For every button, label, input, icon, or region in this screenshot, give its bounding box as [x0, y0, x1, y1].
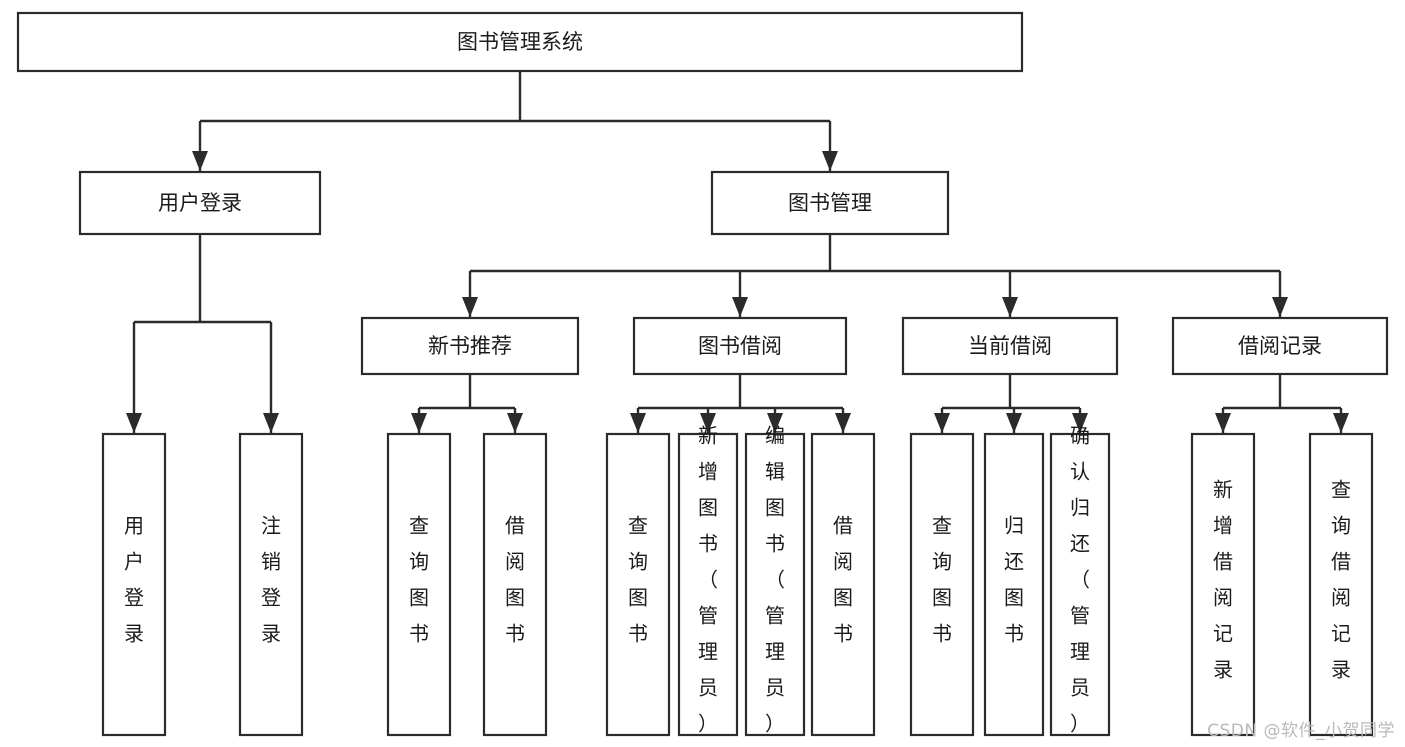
current-borrow-to-leaves-arrow-2 [1072, 413, 1088, 433]
new-book-recommend-to-leaves-arrow-1 [507, 413, 523, 433]
node-box-leaf-borrow-book-1 [482, 432, 548, 737]
book-manage-to-level3-arrow-3 [1272, 297, 1288, 317]
node-label-leaf-logout-login: 注销登录 [261, 514, 281, 646]
node-leaf-query-book-1[interactable]: 查询图书 [386, 432, 452, 737]
node-label-book-borrow: 图书借阅 [698, 334, 782, 358]
node-leaf-query-book-2[interactable]: 查询图书 [605, 432, 671, 737]
book-manage-to-level3-arrow-1 [732, 297, 748, 317]
node-current-borrow[interactable]: 当前借阅 [901, 316, 1119, 376]
user-login-to-leaves-arrow-1 [263, 413, 279, 433]
user-login-to-leaves-arrow-0 [126, 413, 142, 433]
node-box-leaf-add-borrow-record [1190, 432, 1256, 737]
node-label-leaf-return-book: 归还图书 [1004, 514, 1024, 646]
root-to-level2-arrow-0 [192, 151, 208, 171]
current-borrow-to-leaves-arrow-1 [1006, 413, 1022, 433]
node-label-borrow-record: 借阅记录 [1238, 334, 1322, 358]
node-label-leaf-confirm-return-admin: 确认归还（管理员） [1070, 424, 1090, 736]
node-label-leaf-edit-book-admin: 编辑图书（管理员） [765, 424, 785, 736]
node-leaf-query-borrow-record[interactable]: 查询借阅记录 [1308, 432, 1374, 737]
node-box-leaf-add-book-admin [677, 432, 739, 737]
node-leaf-logout-login[interactable]: 注销登录 [238, 432, 304, 737]
node-box-borrow-record [1171, 316, 1389, 376]
node-box-leaf-confirm-return-admin [1049, 432, 1111, 737]
node-box-leaf-query-book-3 [909, 432, 975, 737]
book-manage-to-level3-arrow-2 [1002, 297, 1018, 317]
node-box-current-borrow [901, 316, 1119, 376]
node-label-leaf-query-borrow-record: 查询借阅记录 [1331, 478, 1351, 682]
node-box-leaf-borrow-book-2 [810, 432, 876, 737]
node-label-leaf-add-borrow-record: 新增借阅记录 [1213, 478, 1233, 682]
node-root[interactable]: 图书管理系统 [16, 11, 1024, 73]
node-label-leaf-query-book-3: 查询图书 [932, 514, 952, 646]
book-borrow-to-leaves-arrow-1 [700, 413, 716, 433]
node-leaf-borrow-book-2[interactable]: 借阅图书 [810, 432, 876, 737]
node-label-leaf-borrow-book-2: 借阅图书 [833, 514, 853, 646]
node-box-leaf-query-book-1 [386, 432, 452, 737]
node-new-book-recommend[interactable]: 新书推荐 [360, 316, 580, 376]
node-label-leaf-user-login: 用户登录 [124, 514, 144, 646]
book-borrow-to-leaves-arrow-2 [767, 413, 783, 433]
node-box-book-borrow [632, 316, 848, 376]
node-label-leaf-add-book-admin: 新增图书（管理员） [698, 424, 718, 736]
node-leaf-user-login[interactable]: 用户登录 [101, 432, 167, 737]
node-book-borrow[interactable]: 图书借阅 [632, 316, 848, 376]
book-borrow-to-leaves-arrow-0 [630, 413, 646, 433]
node-box-leaf-return-book [983, 432, 1045, 737]
book-manage-to-level3-arrow-0 [462, 297, 478, 317]
node-leaf-query-book-3[interactable]: 查询图书 [909, 432, 975, 737]
node-box-book-manage [710, 170, 950, 236]
node-box-leaf-query-borrow-record [1308, 432, 1374, 737]
node-label-leaf-borrow-book-1: 借阅图书 [505, 514, 525, 646]
node-leaf-confirm-return-admin[interactable]: 确认归还（管理员） [1049, 424, 1111, 737]
node-book-manage[interactable]: 图书管理 [710, 170, 950, 236]
csdn-watermark: CSDN @软件_小贺同学 [1207, 721, 1395, 741]
nodes-layer: 图书管理系统用户登录图书管理新书推荐图书借阅当前借阅借阅记录用户登录注销登录查询… [16, 11, 1389, 737]
node-label-leaf-query-book-2: 查询图书 [628, 514, 648, 646]
node-box-leaf-logout-login [238, 432, 304, 737]
current-borrow-to-leaves-arrow-0 [934, 413, 950, 433]
node-label-leaf-query-book-1: 查询图书 [409, 514, 429, 646]
node-box-leaf-user-login [101, 432, 167, 737]
root-to-level2-arrow-1 [822, 151, 838, 171]
node-box-new-book-recommend [360, 316, 580, 376]
node-user-login[interactable]: 用户登录 [78, 170, 322, 236]
node-leaf-add-borrow-record[interactable]: 新增借阅记录 [1190, 432, 1256, 737]
new-book-recommend-to-leaves-arrow-0 [411, 413, 427, 433]
node-box-leaf-query-book-2 [605, 432, 671, 737]
node-label-root: 图书管理系统 [457, 30, 583, 54]
node-borrow-record[interactable]: 借阅记录 [1171, 316, 1389, 376]
node-box-user-login [78, 170, 322, 236]
node-label-current-borrow: 当前借阅 [968, 334, 1052, 358]
connectors-layer [126, 71, 1349, 433]
book-borrow-to-leaves-arrow-3 [835, 413, 851, 433]
node-label-new-book-recommend: 新书推荐 [428, 334, 512, 358]
node-label-book-manage: 图书管理 [788, 191, 872, 215]
borrow-record-to-leaves-arrow-1 [1333, 413, 1349, 433]
node-box-leaf-edit-book-admin [744, 432, 806, 737]
node-leaf-edit-book-admin[interactable]: 编辑图书（管理员） [744, 424, 806, 737]
node-label-user-login: 用户登录 [158, 191, 242, 215]
node-leaf-borrow-book-1[interactable]: 借阅图书 [482, 432, 548, 737]
node-leaf-add-book-admin[interactable]: 新增图书（管理员） [677, 424, 739, 737]
node-leaf-return-book[interactable]: 归还图书 [983, 432, 1045, 737]
borrow-record-to-leaves-arrow-0 [1215, 413, 1231, 433]
node-box-root [16, 11, 1024, 73]
